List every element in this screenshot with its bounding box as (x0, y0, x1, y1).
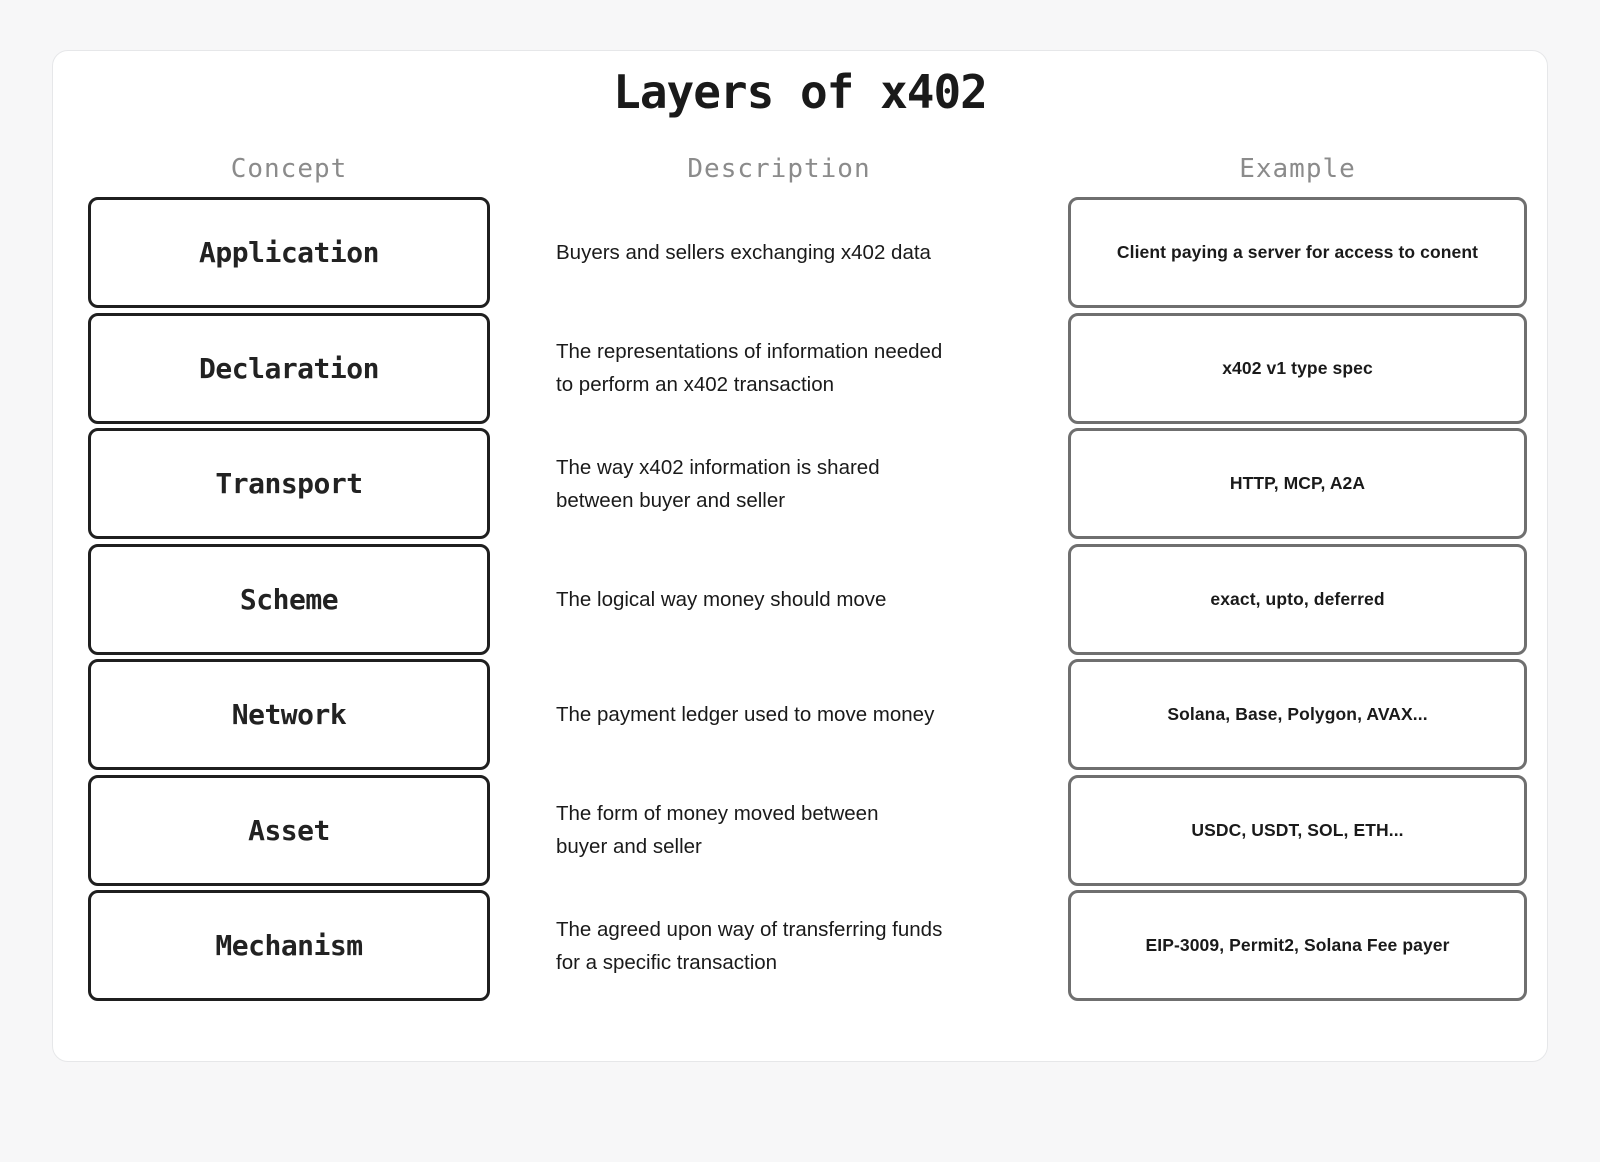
description-text: The representations of information neede… (556, 340, 943, 397)
concept-label: Transport (215, 467, 363, 501)
description-cell: The representations of information neede… (556, 313, 1002, 424)
layers-table: Application Buyers and sellers exchangin… (53, 197, 1547, 1002)
diagram-card: Layers of x402 Concept Description Examp… (52, 50, 1548, 1062)
column-header-example: Example (1239, 154, 1356, 185)
concept-label: Mechanism (215, 929, 363, 963)
column-header-concept: Concept (230, 154, 348, 185)
concept-box-application: Application (88, 197, 490, 309)
concept-box-transport: Transport (88, 428, 490, 540)
example-text: HTTP, MCP, A2A (1229, 473, 1366, 494)
concept-label: Application (199, 236, 379, 270)
concept-box-declaration: Declaration (88, 312, 490, 424)
example-box: exact, upto, deferred (1068, 543, 1527, 655)
example-text: exact, upto, deferred (1210, 588, 1385, 609)
example-box: USDC, USDT, SOL, ETH... (1068, 774, 1527, 886)
column-header-description: Description (687, 154, 871, 185)
concept-box-network: Network (88, 659, 490, 771)
concept-label: Scheme (239, 582, 339, 616)
description-cell: The way x402 information is shared betwe… (556, 428, 1002, 539)
concept-label: Asset (248, 813, 330, 847)
description-cell: Buyers and sellers exchanging x402 data (556, 197, 1002, 308)
example-box: HTTP, MCP, A2A (1068, 428, 1527, 540)
example-box: Solana, Base, Polygon, AVAX... (1068, 659, 1527, 771)
example-box: Client paying a server for access to con… (1068, 197, 1527, 309)
example-text: EIP-3009, Permit2, Solana Fee payer (1145, 935, 1450, 956)
description-text: The agreed upon way of transferring fund… (556, 917, 943, 974)
description-cell: The form of money moved between buyer an… (556, 775, 1002, 886)
description-text: The payment ledger used to move money (556, 703, 935, 727)
page-title: Layers of x402 (613, 65, 988, 119)
description-text: The way x402 information is shared betwe… (556, 455, 880, 512)
example-box: EIP-3009, Permit2, Solana Fee payer (1068, 890, 1527, 1002)
concept-label: Declaration (199, 351, 379, 385)
example-text: x402 v1 type spec (1222, 357, 1373, 378)
concept-label: Network (231, 698, 347, 732)
description-cell: The agreed upon way of transferring fund… (556, 890, 1002, 1001)
concept-box-scheme: Scheme (88, 543, 490, 655)
description-text: Buyers and sellers exchanging x402 data (556, 241, 931, 265)
description-cell: The payment ledger used to move money (556, 659, 1002, 770)
example-text: Solana, Base, Polygon, AVAX... (1167, 704, 1428, 725)
description-cell: The logical way money should move (556, 544, 1002, 655)
example-text: USDC, USDT, SOL, ETH... (1191, 819, 1404, 840)
concept-box-asset: Asset (88, 774, 490, 886)
example-box: x402 v1 type spec (1068, 312, 1527, 424)
description-text: The form of money moved between buyer an… (556, 802, 879, 859)
concept-box-mechanism: Mechanism (88, 890, 490, 1002)
example-text: Client paying a server for access to con… (1116, 242, 1479, 263)
description-text: The logical way money should move (556, 587, 887, 611)
column-headers: Concept Description Example (53, 154, 1547, 184)
